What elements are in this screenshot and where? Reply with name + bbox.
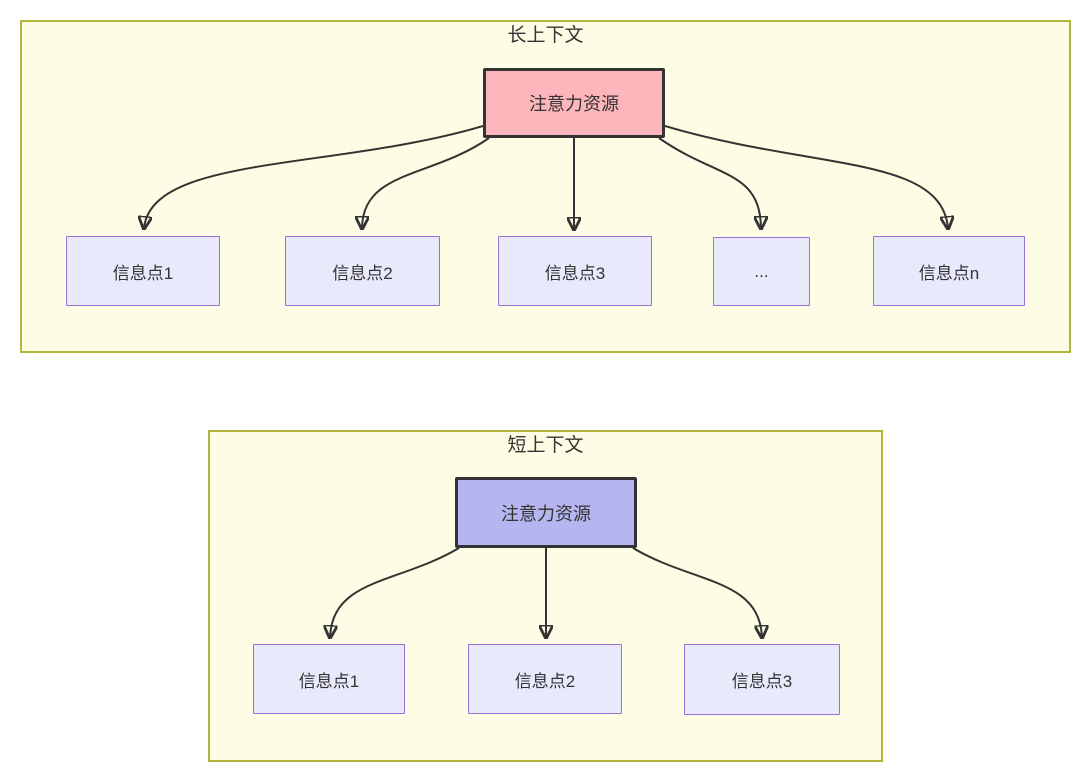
long-attention-source-node: 注意力资源 [483,68,665,138]
long-info-node-ellipsis: ... [713,237,810,306]
long-info-node-2: 信息点2 [285,236,440,306]
short-info-node-1: 信息点1 [253,644,405,714]
long-info-node-3: 信息点3 [498,236,652,306]
short-attention-source-node: 注意力资源 [455,477,637,548]
short-context-title: 短上下文 [507,435,584,456]
long-info-node-1: 信息点1 [66,236,220,306]
long-info-node-n: 信息点n [873,236,1025,306]
short-info-node-3: 信息点3 [684,644,840,715]
short-info-node-2: 信息点2 [468,644,622,714]
long-context-title: 长上下文 [507,25,584,46]
